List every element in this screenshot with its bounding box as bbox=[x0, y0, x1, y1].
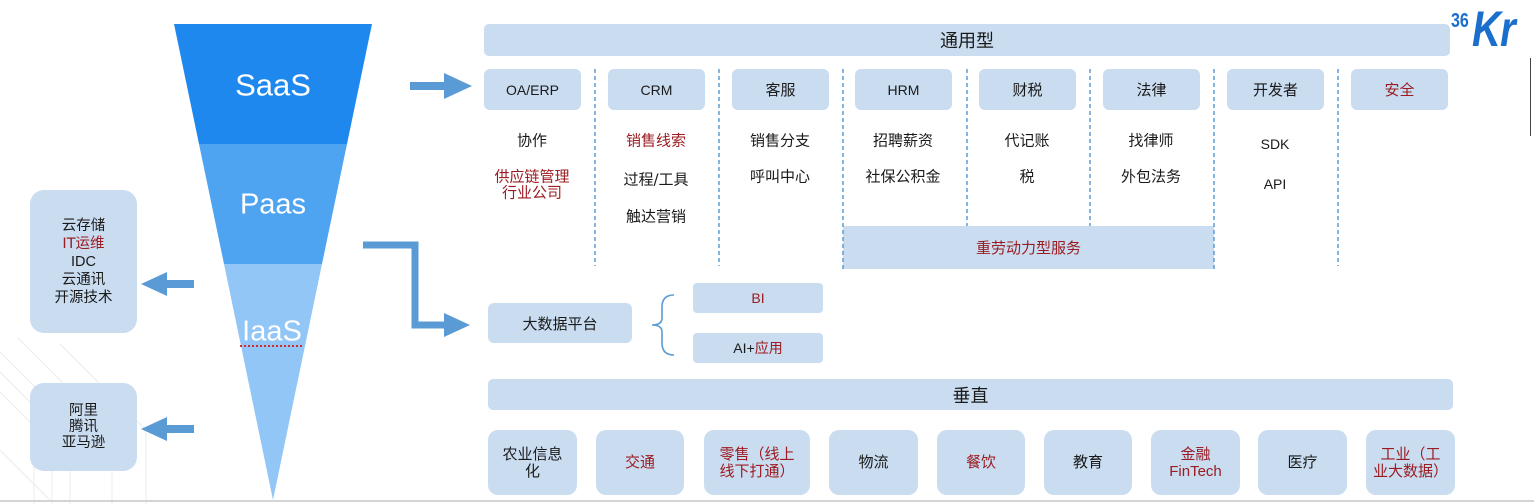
vertical-item-agriculture-line-2: 化 bbox=[524, 461, 540, 480]
tab-customer-service: 客服 bbox=[732, 69, 829, 110]
provider-idc: IDC bbox=[71, 253, 96, 270]
tab-customer-service-label: 客服 bbox=[765, 81, 796, 99]
tab-legal-label: 法律 bbox=[1136, 81, 1167, 99]
customer-service-item-sales-branch: 销售分支 bbox=[749, 131, 811, 150]
vertical-item-transportation: 交通 bbox=[596, 430, 684, 495]
crm-item-process-tools: 过程/工具 bbox=[623, 170, 689, 189]
vertical-item-retail-line-2: 线下打通） bbox=[719, 461, 795, 480]
oa-erp-item-supply-chain: 供应链管理 bbox=[494, 167, 570, 186]
vertical-item-healthcare-label: 医疗 bbox=[1287, 453, 1318, 471]
vertical-item-retail-line-1: 零售（线上 bbox=[719, 444, 795, 463]
provider-open-source-tech: 开源技术 bbox=[54, 289, 113, 306]
tab-oa-erp: OA/ERP bbox=[484, 69, 581, 110]
vertical-item-transportation-label: 交通 bbox=[624, 453, 655, 471]
provider-alibaba: 阿里 bbox=[69, 403, 98, 419]
tab-security: 安全 bbox=[1351, 69, 1448, 110]
paas-to-big-data-arrow bbox=[363, 241, 470, 337]
iaas-to-providers-arrow bbox=[141, 417, 194, 441]
vertical-industries-title: 垂直 bbox=[952, 385, 989, 407]
saas-label: SaaS bbox=[235, 67, 311, 103]
slide-edge-line bbox=[1530, 58, 1531, 136]
tab-crm-label: CRM bbox=[640, 81, 673, 98]
ai-prefix-label: AI+ bbox=[733, 340, 755, 356]
vertical-industries-header: 垂直 bbox=[488, 379, 1453, 410]
general-purpose-header: 通用型 bbox=[484, 24, 1450, 56]
branch-brace bbox=[651, 294, 675, 356]
vertical-item-logistics-label: 物流 bbox=[858, 453, 889, 471]
bi-label: BI bbox=[751, 290, 765, 306]
provider-cloud-communication: 云通讯 bbox=[61, 271, 106, 288]
logo-letters: Kr bbox=[1472, 1, 1516, 57]
tab-hrm-label: HRM bbox=[887, 81, 920, 98]
vertical-item-fintech-line-2: FinTech bbox=[1169, 462, 1222, 480]
vertical-item-fintech-line-1: 金融 bbox=[1180, 444, 1211, 463]
provider-it-operations: IT运维 bbox=[62, 235, 105, 252]
labor-intensive-services-label: 重劳动力型服务 bbox=[975, 239, 1081, 257]
tab-finance-tax-label: 财税 bbox=[1012, 81, 1043, 99]
tab-crm: CRM bbox=[608, 69, 705, 110]
funnel-paas-segment bbox=[199, 144, 347, 264]
paas-to-providers-arrow bbox=[141, 272, 194, 296]
provider-tencent: 腾讯 bbox=[69, 419, 98, 435]
paas-label: Paas bbox=[239, 188, 307, 221]
developer-item-api: API bbox=[1263, 176, 1287, 192]
legal-item-outsourced-legal: 外包法务 bbox=[1120, 167, 1182, 186]
developer-item-sdk: SDK bbox=[1260, 136, 1290, 152]
provider-amazon: 亚马逊 bbox=[61, 435, 106, 451]
vertical-item-retail: 零售（线上 线下打通） bbox=[704, 430, 810, 495]
vertical-item-agriculture-line-1: 农业信息 bbox=[502, 444, 563, 463]
vertical-item-logistics: 物流 bbox=[829, 430, 918, 495]
paas-providers-box: 云存储 IT运维 IDC 云通讯 开源技术 bbox=[30, 190, 137, 333]
tab-finance-tax: 财税 bbox=[979, 69, 1076, 110]
general-purpose-title: 通用型 bbox=[940, 31, 994, 52]
tab-hrm: HRM bbox=[855, 69, 952, 110]
funnel-iaas-segment bbox=[224, 264, 322, 500]
vertical-item-education: 教育 bbox=[1044, 430, 1132, 495]
vertical-item-agriculture: 农业信息 化 bbox=[488, 430, 577, 495]
iaas-label: IaaS bbox=[242, 315, 302, 348]
finance-tax-item-tax: 税 bbox=[1019, 167, 1035, 186]
crm-item-reach-marketing: 触达营销 bbox=[625, 207, 687, 226]
hrm-item-social-insurance: 社保公积金 bbox=[865, 167, 941, 186]
funnel-saas-segment bbox=[174, 24, 372, 144]
vertical-item-fintech: 金融 FinTech bbox=[1151, 430, 1240, 495]
vertical-item-education-label: 教育 bbox=[1072, 453, 1103, 471]
tab-legal: 法律 bbox=[1103, 69, 1200, 110]
saas-to-general-arrow bbox=[410, 73, 472, 99]
ai-applications-box: AI+应用 bbox=[693, 333, 823, 363]
vertical-item-industrial: 工业（工 业大数据） bbox=[1366, 430, 1455, 495]
big-data-platform-box: 大数据平台 bbox=[488, 303, 632, 343]
customer-service-item-call-center: 呼叫中心 bbox=[749, 167, 811, 186]
tab-developer-label: 开发者 bbox=[1252, 81, 1298, 99]
brand-logo: 36 Kr bbox=[1451, 1, 1527, 57]
provider-cloud-storage: 云存储 bbox=[61, 217, 106, 234]
tab-security-label: 安全 bbox=[1384, 81, 1415, 99]
hrm-item-recruiting-payroll: 招聘薪资 bbox=[872, 131, 934, 150]
tab-developer: 开发者 bbox=[1227, 69, 1324, 110]
vertical-item-healthcare: 医疗 bbox=[1258, 430, 1347, 495]
iaas-providers-box: 阿里 腾讯 亚马逊 bbox=[30, 383, 137, 471]
tab-oa-erp-label: OA/ERP bbox=[506, 81, 559, 98]
vertical-item-catering-label: 餐饮 bbox=[965, 453, 996, 471]
ai-applications-label: 应用 bbox=[754, 341, 783, 357]
crm-item-sales-leads: 销售线索 bbox=[625, 131, 687, 150]
finance-tax-item-bookkeeping: 代记账 bbox=[1004, 131, 1050, 150]
vertical-item-industrial-line-1: 工业（工 bbox=[1380, 444, 1441, 463]
oa-erp-item-collaboration: 协作 bbox=[516, 131, 548, 150]
big-data-platform-label: 大数据平台 bbox=[522, 314, 598, 333]
legal-item-find-lawyer: 找律师 bbox=[1128, 131, 1174, 150]
slide-bottom-rule bbox=[0, 500, 1534, 502]
vertical-item-catering: 餐饮 bbox=[937, 430, 1025, 495]
bi-box: BI bbox=[693, 283, 823, 313]
labor-intensive-services-band: 重劳动力型服务 bbox=[843, 226, 1214, 269]
logo-number: 36 bbox=[1451, 10, 1469, 32]
vertical-item-industrial-line-2: 业大数据） bbox=[1372, 461, 1448, 480]
oa-erp-item-industry-companies: 行业公司 bbox=[501, 183, 563, 202]
